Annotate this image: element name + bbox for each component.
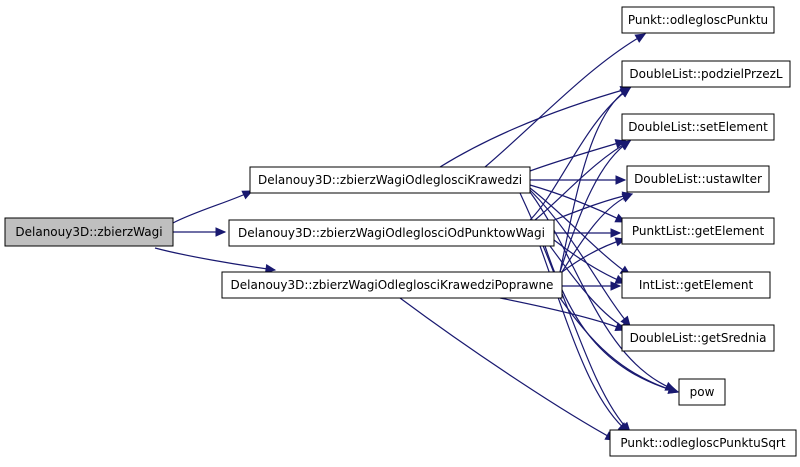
node-box bbox=[4, 217, 174, 247]
node-box bbox=[221, 271, 563, 299]
edge-arrowhead bbox=[264, 263, 277, 274]
node-popr[interactable]: Delanouy3D::zbierzWagiOdleglosciKrawedzi… bbox=[221, 271, 563, 299]
node-kraw[interactable]: Delanouy3D::zbierzWagiOdleglosciKrawedzi bbox=[249, 166, 531, 194]
node-box bbox=[621, 217, 775, 245]
node-label: Punkt::odlegloscPunktu bbox=[628, 13, 768, 27]
node-label: DoubleList::setElement bbox=[628, 120, 768, 134]
node-box bbox=[609, 429, 797, 457]
node-ustaw[interactable]: DoubleList::ustawIter bbox=[626, 165, 770, 193]
node-pktget[interactable]: PunktList::getElement bbox=[621, 217, 775, 245]
edge-arrowhead bbox=[215, 227, 227, 237]
edge-arrowhead bbox=[620, 315, 631, 327]
node-box bbox=[626, 165, 770, 193]
edge-popr-to-podziel bbox=[559, 87, 632, 273]
node-label: PunktList::getElement bbox=[632, 224, 765, 238]
edge-popr-to-pow bbox=[559, 297, 680, 394]
edge-popr-to-ustaw bbox=[561, 193, 634, 273]
node-label: Delanouy3D::zbierzWagiOdleglosciKrawedzi bbox=[258, 173, 522, 187]
edge-arrowhead bbox=[621, 193, 634, 203]
node-podziel[interactable]: DoubleList::podzielPrzezL bbox=[621, 60, 791, 88]
node-pkt[interactable]: Delanouy3D::zbierzWagiOdleglosciOdPunkto… bbox=[228, 219, 555, 247]
node-box bbox=[228, 219, 555, 247]
node-box bbox=[678, 378, 726, 406]
node-box bbox=[621, 271, 771, 299]
edge-kraw-to-setel bbox=[529, 139, 627, 172]
edge-arrowhead bbox=[634, 33, 647, 43]
node-label: DoubleList::getSrednia bbox=[630, 331, 767, 345]
edge-pkt-to-pktget bbox=[554, 228, 622, 238]
edge-arrowhead bbox=[610, 228, 622, 238]
node-sred[interactable]: DoubleList::getSrednia bbox=[621, 324, 775, 352]
node-box bbox=[621, 113, 775, 141]
node-box bbox=[621, 6, 775, 34]
edge-kraw-to-podziel bbox=[439, 86, 632, 168]
node-box bbox=[621, 60, 791, 88]
edge-root-to-popr bbox=[154, 247, 277, 274]
edge-arrowhead bbox=[610, 281, 622, 291]
node-label: pow bbox=[690, 385, 715, 399]
edge-popr-to-intget bbox=[561, 281, 622, 291]
node-label: Delanouy3D::zbierzWagiOdleglosciOdPunkto… bbox=[238, 226, 545, 240]
edge-arrowhead bbox=[615, 175, 627, 185]
edge-arrowhead bbox=[619, 87, 632, 98]
node-sqrt[interactable]: Punkt::odlegloscPunktuSqrt bbox=[609, 429, 797, 457]
node-pow[interactable]: pow bbox=[678, 378, 726, 406]
edge-arrowhead bbox=[667, 384, 680, 394]
edge-popr-to-setel bbox=[559, 140, 632, 273]
edge-root-to-pkt bbox=[172, 227, 227, 237]
node-label: DoubleList::ustawIter bbox=[634, 172, 762, 186]
node-label: Delanouy3D::zbierzWagiOdleglosciKrawedzi… bbox=[231, 278, 554, 292]
edge-kraw-to-ustaw bbox=[530, 175, 627, 185]
edge-root-to-kraw bbox=[172, 190, 254, 224]
node-box bbox=[621, 324, 775, 352]
node-odl[interactable]: Punkt::odlegloscPunktu bbox=[621, 6, 775, 34]
node-label: Delanouy3D::zbierzWagi bbox=[15, 225, 162, 239]
node-root[interactable]: Delanouy3D::zbierzWagi bbox=[4, 217, 174, 247]
edge-popr-to-sqrt bbox=[399, 297, 617, 441]
node-label: IntList::getElement bbox=[639, 278, 754, 292]
node-box bbox=[249, 166, 531, 194]
node-label: DoubleList::podzielPrzezL bbox=[629, 67, 782, 81]
function-nodes: Delanouy3D::zbierzWagiDelanouy3D::zbierz… bbox=[4, 6, 797, 457]
node-setel[interactable]: DoubleList::setElement bbox=[621, 113, 775, 141]
edge-arrowhead bbox=[619, 140, 632, 151]
node-intget[interactable]: IntList::getElement bbox=[621, 271, 771, 299]
edge-kraw-to-sred bbox=[529, 189, 631, 327]
node-label: Punkt::odlegloscPunktuSqrt bbox=[620, 436, 785, 450]
edge-kraw-to-odl bbox=[484, 33, 647, 168]
